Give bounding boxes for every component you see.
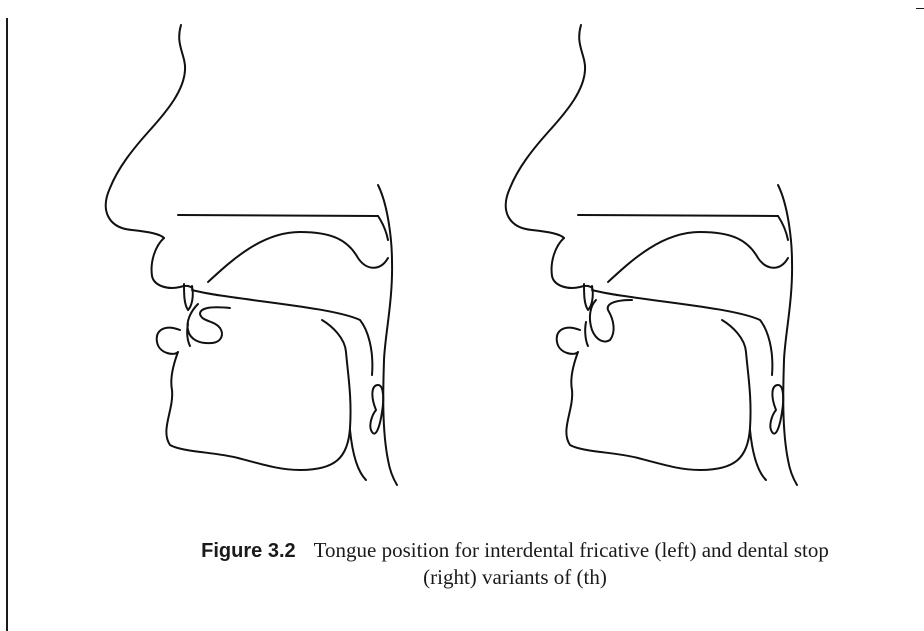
interdental-fricative-illustration	[106, 25, 397, 485]
dental-stop-illustration	[506, 25, 797, 485]
figure-caption: Figure 3.2 Tongue position for interdenta…	[120, 537, 910, 590]
caption-line-2: (right) variants of (th)	[423, 565, 607, 589]
figure-number: Figure 3.2	[201, 540, 295, 562]
caption-line-1: Tongue position for interdental fricativ…	[314, 538, 829, 562]
tongue-interdental	[187, 304, 230, 343]
tongue-dental	[590, 300, 632, 342]
figure-illustrations	[0, 0, 924, 530]
